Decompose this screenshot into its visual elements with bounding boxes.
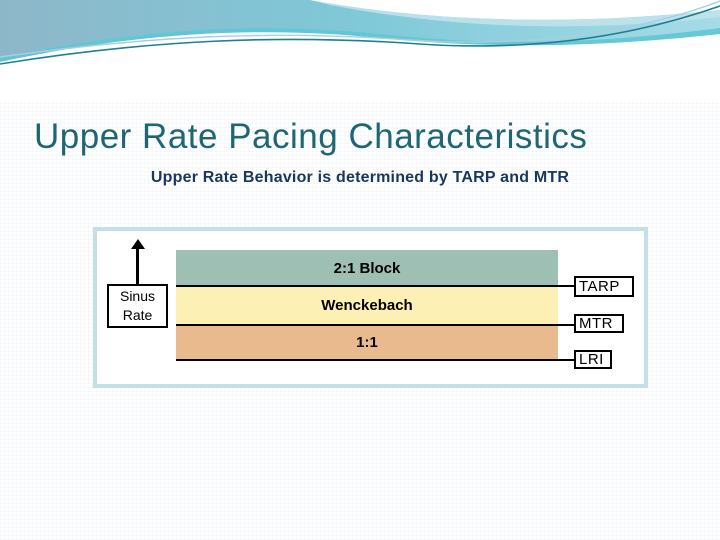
tarp-boundary-line — [176, 285, 574, 287]
lri-marker-label: LRI — [579, 351, 604, 368]
slide-subtitle: Upper Rate Behavior is determined by TAR… — [150, 169, 570, 186]
band-2to1-block-label: 2:1 Block — [333, 259, 401, 277]
page-title: Upper Rate Pacing Characteristics — [34, 117, 588, 157]
upper-rate-diagram: Sinus Rate 2:1 Block Wenckebach 1:1 TARP… — [93, 227, 648, 388]
header-wave-graphic — [0, 0, 720, 100]
band-2to1-block: 2:1 Block — [176, 250, 558, 286]
band-1to1-label: 1:1 — [356, 334, 378, 351]
lri-marker-box: LRI — [574, 350, 612, 369]
sinus-rate-label-line2: Rate — [122, 307, 153, 323]
band-wenckebach: Wenckebach — [176, 286, 558, 325]
up-arrow-shaft — [136, 248, 139, 284]
sinus-rate-label-line1: Sinus — [119, 288, 156, 304]
tarp-marker-box: TARP — [574, 276, 634, 297]
mtr-boundary-line — [176, 324, 574, 326]
tarp-marker-label: TARP — [579, 278, 620, 295]
band-wenckebach-label: Wenckebach — [321, 297, 413, 314]
mtr-marker-box: MTR — [574, 314, 624, 333]
lri-boundary-line — [176, 359, 574, 361]
band-1to1: 1:1 — [176, 325, 558, 360]
mtr-marker-label: MTR — [579, 315, 613, 332]
sinus-rate-label-box: Sinus Rate — [107, 284, 168, 328]
up-arrow-icon — [131, 239, 145, 249]
